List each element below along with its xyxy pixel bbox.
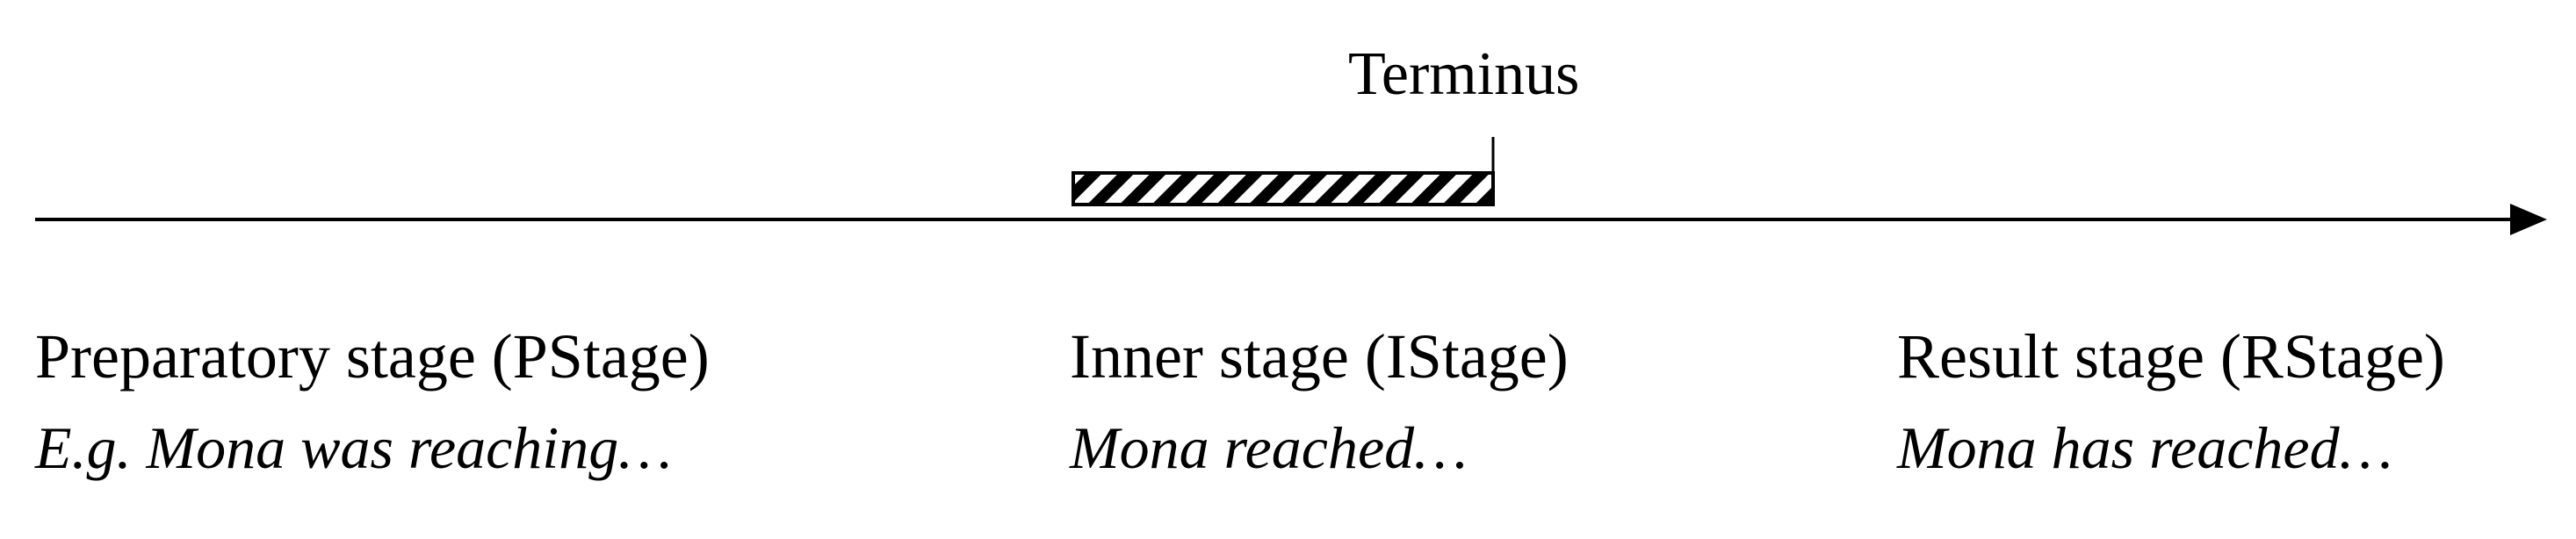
- rstage-example: Mona has reached…: [1897, 414, 2393, 481]
- inner-stage-hatched-bar: [1072, 171, 1495, 206]
- pstage-name: Preparatory stage (PStage): [35, 321, 710, 392]
- time-axis-arrowhead: [2510, 204, 2547, 235]
- istage-example: Mona reached…: [1070, 414, 1468, 481]
- terminus-label: Terminus: [1348, 40, 1580, 108]
- rstage-name: Result stage (RStage): [1897, 321, 2445, 392]
- pstage-example: E.g. Mona was reaching…: [35, 414, 672, 481]
- istage-name: Inner stage (IStage): [1070, 321, 1569, 392]
